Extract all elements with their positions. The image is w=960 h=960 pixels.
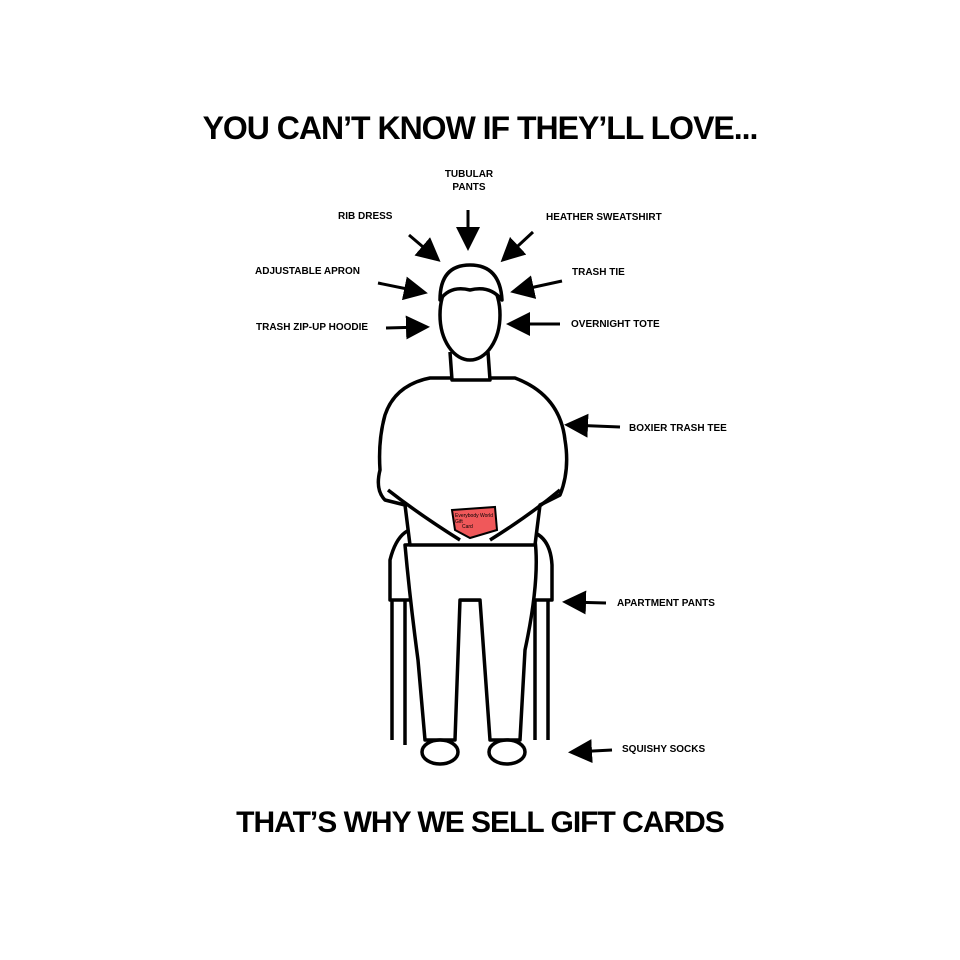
label-squishy-socks: SQUISHY SOCKS — [622, 744, 706, 755]
arrows — [377, 210, 621, 764]
gift-card: Everybody World Gift Card — [450, 505, 499, 540]
label-apartment-pants: APARTMENT PANTS — [617, 598, 715, 609]
gift-card-line3: Card — [462, 524, 473, 530]
headline: YOU CAN’T KNOW IF THEY’LL LOVE... — [202, 110, 759, 146]
label-tubular-pants-line2: PANTS — [452, 182, 486, 193]
label-tubular-pants-line1: TUBULAR — [444, 169, 494, 180]
label-tubular-pants: TUBULAR PANTS — [444, 168, 494, 194]
gift-card-line1: Everybody World — [455, 513, 493, 519]
label-trash-zip-up-hoodie: TRASH ZIP-UP HOODIE — [256, 322, 369, 333]
label-heather-sweatshirt: HEATHER SWEATSHIRT — [546, 212, 662, 223]
figure — [376, 263, 569, 766]
gift-card-line2: Gift — [455, 519, 463, 525]
label-boxier-trash-tee: BOXIER TRASH TEE — [629, 423, 727, 434]
tagline: THAT’S WHY WE SELL GIFT CARDS — [236, 806, 725, 839]
label-adjustable-apron: ADJUSTABLE APRON — [255, 266, 361, 277]
label-rib-dress: RIB DRESS — [338, 211, 393, 222]
label-trash-tie: TRASH TIE — [572, 267, 625, 278]
label-overnight-tote: OVERNIGHT TOTE — [571, 319, 660, 330]
